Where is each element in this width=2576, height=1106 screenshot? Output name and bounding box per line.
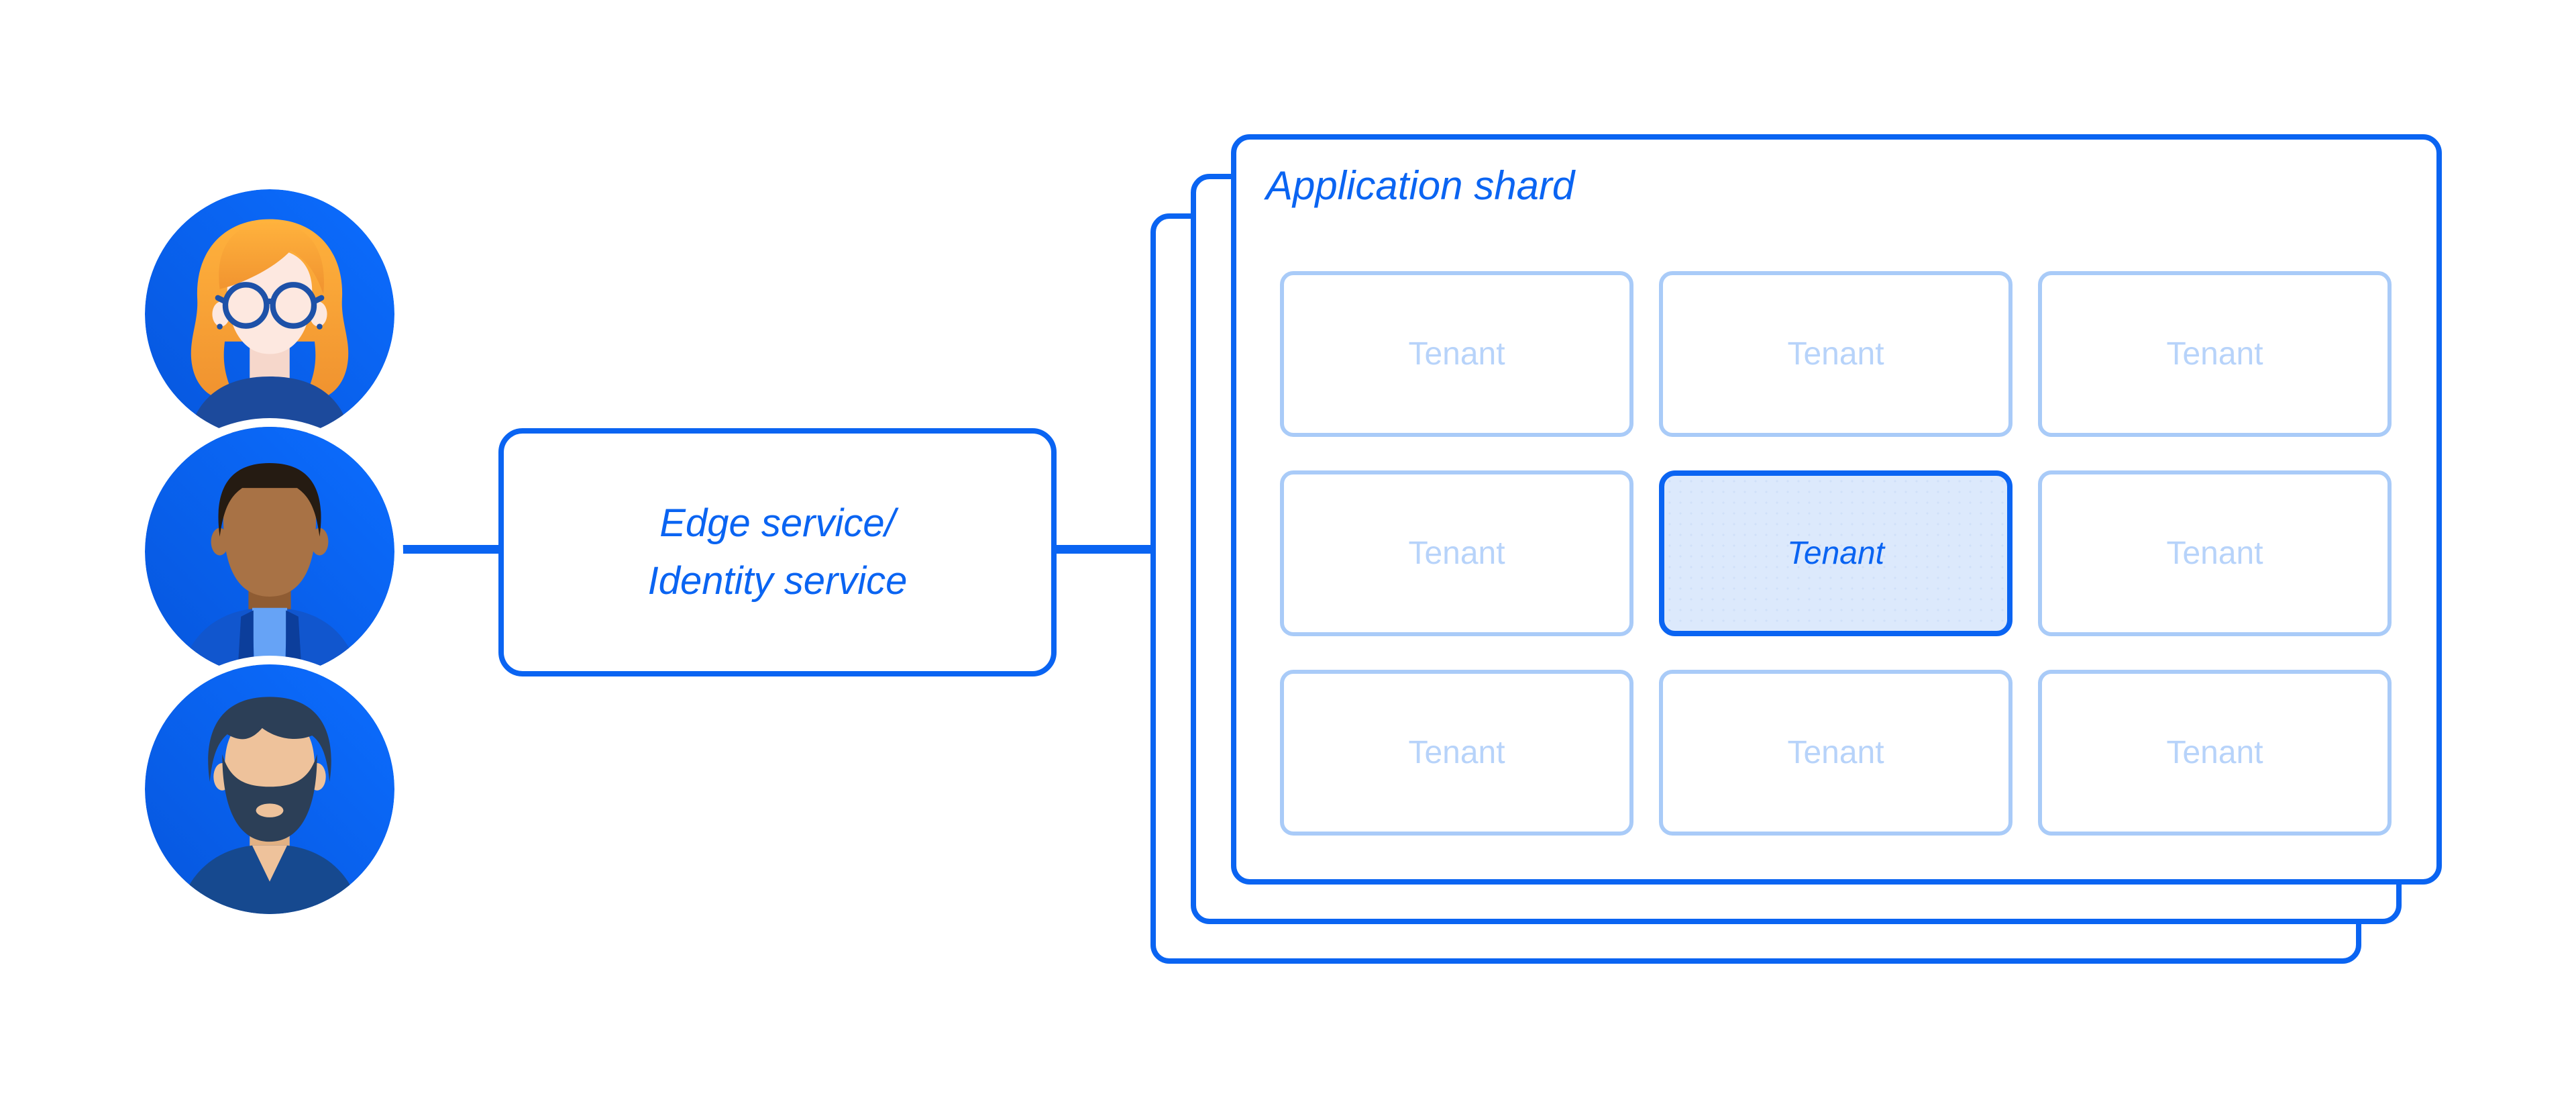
tenant-cell-highlighted: Tenant xyxy=(1659,470,2012,636)
tenant-cell: Tenant xyxy=(2038,670,2392,836)
tenant-grid: Tenant Tenant Tenant Tenant Tenant Tenan… xyxy=(1280,271,2392,836)
tenant-cell: Tenant xyxy=(1659,670,2012,836)
tenant-cell: Tenant xyxy=(1280,271,1633,437)
application-shard-card-front: Application shard Tenant Tenant Tenant T… xyxy=(1231,134,2442,885)
tenant-cell: Tenant xyxy=(2038,470,2392,636)
avatar-man-short-hair-illustration xyxy=(145,427,394,676)
edge-service-label-line1: Edge service/ xyxy=(659,501,896,545)
application-shard-title: Application shard xyxy=(1266,163,1575,208)
tenant-cell: Tenant xyxy=(2038,271,2392,437)
avatar-woman-glasses-icon xyxy=(145,189,394,439)
connector-users-to-edge xyxy=(394,545,500,554)
avatar-man-beard-icon xyxy=(145,664,394,914)
avatar-woman-glasses-illustration xyxy=(145,189,394,439)
tenant-cell: Tenant xyxy=(1280,670,1633,836)
avatar-man-short-hair-icon xyxy=(145,427,394,676)
avatar-man-beard-illustration xyxy=(145,664,394,914)
connector-edge-to-shard xyxy=(1055,545,1157,554)
edge-identity-service-node: Edge service/ Identity service xyxy=(498,428,1057,676)
tenant-cell: Tenant xyxy=(1280,470,1633,636)
edge-service-label-line2: Identity service xyxy=(647,559,908,603)
tenant-cell: Tenant xyxy=(1659,271,2012,437)
